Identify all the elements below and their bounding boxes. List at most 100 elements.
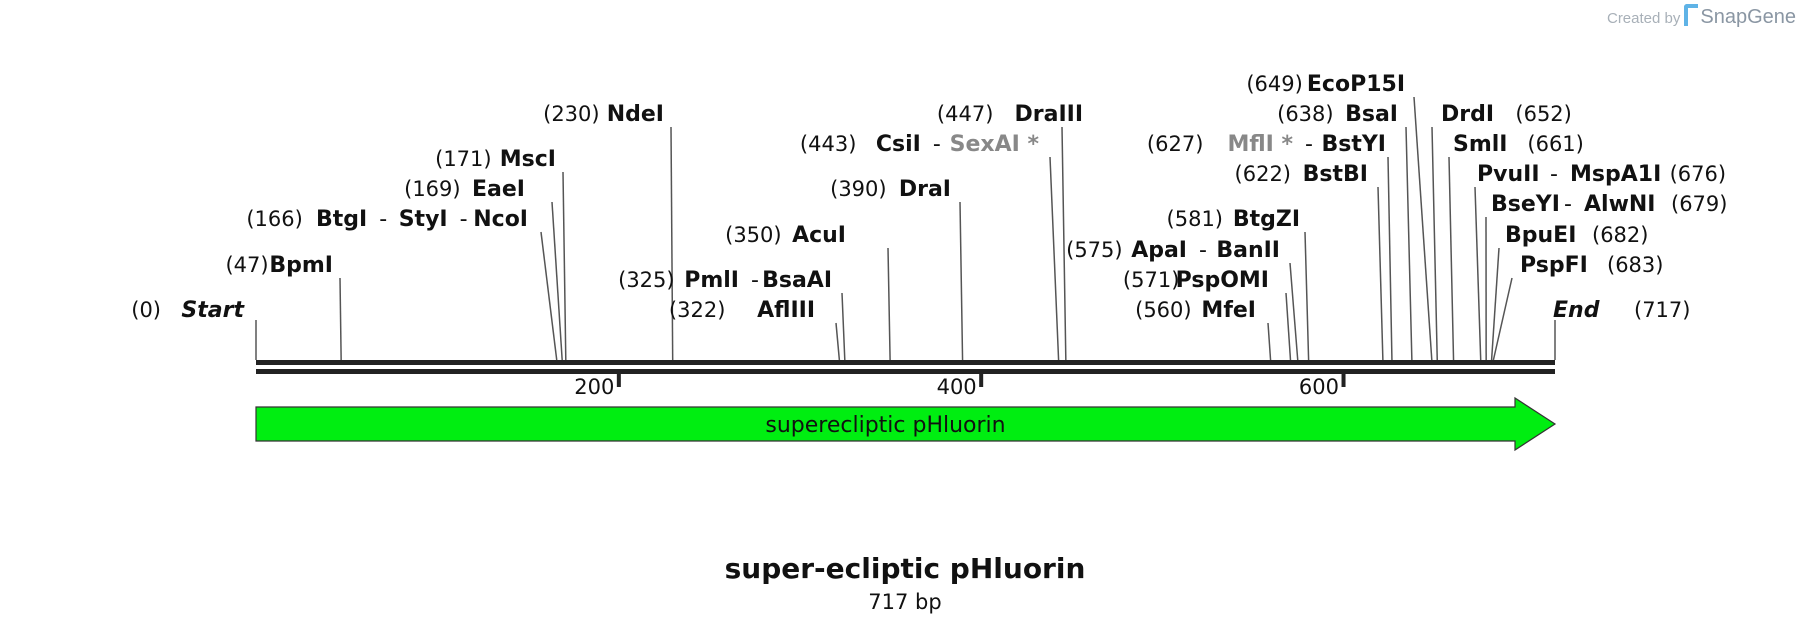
cut-line [1289,262,1299,361]
cut-line [551,201,563,361]
enzyme-name: BtgI [316,207,367,232]
cut-line [841,292,846,361]
site-position: (47) [225,253,268,277]
end-position: (717) [1634,298,1690,322]
enzyme-name: SmlI [1453,132,1508,157]
cut-line [670,126,674,361]
enzyme-separator: - [1199,238,1207,263]
enzyme-separator: - [933,132,941,157]
site-position: (652) [1515,102,1571,126]
cut-line [959,201,964,361]
site-position: (171) [435,147,491,171]
cut-line [1413,96,1433,361]
enzyme-name: AflIII [757,298,815,323]
enzyme-name: MspA1I [1570,162,1661,187]
enzyme-separator: - [1550,162,1558,187]
cut-line [1431,126,1438,361]
enzyme-name: ApaI [1131,238,1187,263]
enzyme-name: MscI [500,147,556,172]
enzyme-name: StyI [399,207,448,232]
site-position: (322) [669,298,725,322]
cut-line [835,322,841,361]
site-position: (682) [1592,223,1648,247]
enzyme-name: AlwNI [1584,192,1656,217]
cut-line [887,247,891,361]
enzyme-separator: - [1305,132,1313,157]
site-position: (679) [1671,192,1727,216]
site-position: (230) [543,102,599,126]
enzyme-name: BseYI [1491,192,1560,217]
enzyme-name: MflI * [1227,132,1293,157]
site-position: (166) [246,207,302,231]
enzyme-name: BpuEI [1505,223,1576,248]
site-position: (622) [1235,162,1291,186]
enzyme-name: NcoI [473,207,528,232]
enzyme-name: MfeI [1201,298,1256,323]
enzyme-separator: - [460,207,468,232]
cut-line [1061,126,1067,361]
site-position: (325) [618,268,674,292]
site-position: (638) [1277,102,1333,126]
site-position: (676) [1670,162,1726,186]
enzyme-separator: - [379,207,387,232]
ruler-tick-label: 600 [1299,375,1339,399]
cut-line [1448,156,1455,361]
site-position: (581) [1167,207,1223,231]
cut-line [1490,247,1500,361]
ruler-tick [979,373,984,387]
enzyme-separator: - [1564,192,1572,217]
enzyme-name: DraIII [1014,102,1083,127]
sequence-length: 717 bp [868,590,942,614]
enzyme-name: DrdI [1441,102,1494,127]
cut-line [1049,156,1060,361]
enzyme-name: SexAI * [950,132,1040,157]
site-position: (575) [1066,238,1122,262]
enzyme-name: CsiI [876,132,921,157]
cut-line [1474,186,1482,361]
site-position: (447) [937,102,993,126]
site-position: (649) [1246,72,1302,96]
enzyme-name: BsaAI [762,268,832,293]
snapgene-logo-icon [1684,4,1699,26]
site-position: (390) [830,177,886,201]
enzyme-separator: - [751,268,759,293]
site-position: (169) [404,177,460,201]
enzyme-name: PspOMI [1176,268,1269,293]
ruler-tick [616,373,621,387]
start-position: (0) [131,298,161,322]
site-position: (350) [725,223,781,247]
enzyme-name: BstYI [1322,132,1387,157]
site-position: (661) [1527,132,1583,156]
site-position: (443) [800,132,856,156]
end-label: End [1553,298,1600,323]
cut-line [1285,292,1292,361]
ruler-tick [1341,373,1346,387]
cut-line [1304,231,1310,361]
enzyme-name: DraI [899,177,951,202]
ruler-tick-label: 200 [574,375,614,399]
enzyme-name: BanII [1216,238,1280,263]
enzyme-name: PmlI [684,268,739,293]
enzyme-name: BstBI [1303,162,1368,187]
sequence-name: super-ecliptic pHluorin [724,552,1086,585]
enzyme-name: BpmI [269,253,333,278]
watermark-brand: SnapGene [1700,6,1796,28]
backbone-top-strand [256,360,1555,365]
enzyme-name: NdeI [607,102,664,127]
start-label: Start [181,298,245,323]
cut-line [1387,156,1393,361]
cut-line [562,171,567,361]
cut-line [339,277,342,361]
cut-line [540,231,558,361]
enzyme-name: EcoP15I [1307,72,1405,97]
ruler-tick-label: 400 [937,375,977,399]
site-position: (683) [1607,253,1663,277]
site-position: (560) [1135,298,1191,322]
enzyme-name: EaeI [472,177,525,202]
cut-line [1492,277,1513,361]
cut-line [1267,322,1272,361]
site-position: (627) [1147,132,1203,156]
site-position: (571) [1123,268,1179,292]
